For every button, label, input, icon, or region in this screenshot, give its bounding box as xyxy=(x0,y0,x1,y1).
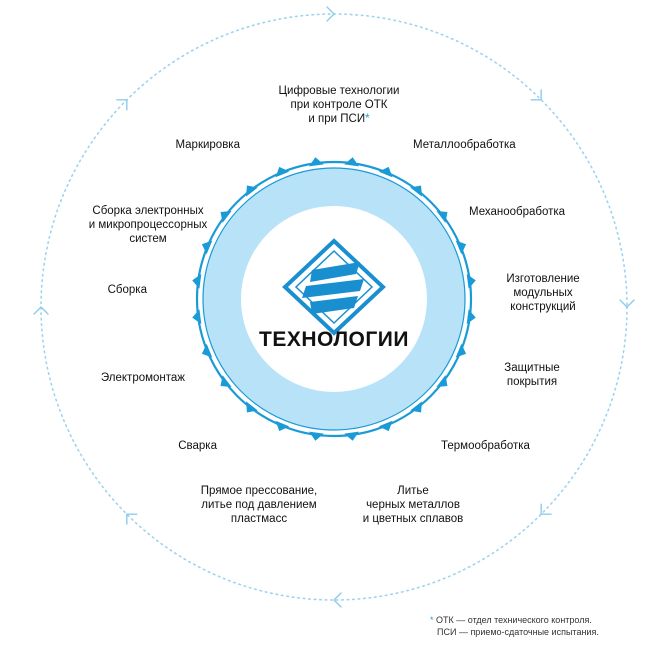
ring-tooth xyxy=(436,375,448,387)
ring-tooth xyxy=(378,166,393,178)
ring-tooth xyxy=(275,420,290,432)
ring-tooth xyxy=(246,185,258,197)
label-electronics-assembly: Сборка электронных и микропроцессорных с… xyxy=(88,205,208,245)
ring-tooth xyxy=(201,343,213,358)
chevron-right-icon xyxy=(126,513,138,525)
footnote-asterisk: * xyxy=(365,113,370,125)
ring-tooth xyxy=(455,343,467,358)
ring-tooth xyxy=(220,375,232,387)
label-metalworking: Металлообработка xyxy=(413,139,516,151)
chevron-right-icon xyxy=(33,306,49,315)
chevron-right-icon xyxy=(116,99,128,111)
ring-tooth xyxy=(201,240,213,255)
label-marking: Маркировка xyxy=(175,139,240,151)
label-protective-coatings: Защитные покрытия xyxy=(504,362,560,388)
company-logo-icon xyxy=(282,238,386,336)
chevron-right-icon xyxy=(333,592,342,608)
label-electrical-installation: Электромонтаж xyxy=(100,372,185,384)
label-machining: Механообработка xyxy=(469,206,566,218)
ring-tooth xyxy=(455,240,467,255)
footnote-marker: * xyxy=(430,615,434,625)
ring-tooth xyxy=(410,185,422,197)
chevron-right-icon xyxy=(530,89,542,101)
ring-tooth xyxy=(246,401,258,413)
ring-tooth xyxy=(275,166,290,178)
ring-tooth xyxy=(192,274,202,289)
label-casting: Литье черных металлов и цветных сплавов xyxy=(362,485,464,525)
label-pressing: Прямое прессование, литье под давлением … xyxy=(200,485,318,525)
ring-tooth xyxy=(436,211,448,223)
ring-tooth xyxy=(344,431,359,441)
ring-tooth xyxy=(344,157,359,167)
ring-tooth xyxy=(410,401,422,413)
ring-tooth xyxy=(220,211,232,223)
ring-gear-teeth xyxy=(192,157,476,441)
ring-tooth xyxy=(309,431,324,441)
ring-tooth xyxy=(466,274,476,289)
chevron-right-icon xyxy=(326,6,335,22)
label-heat-treatment: Термообработка xyxy=(441,440,530,452)
label-digital-technologies: Цифровые технологии при контроле ОТК и п… xyxy=(278,85,400,125)
footnote: * ОТК — отдел технического контроля. ПСИ… xyxy=(430,615,599,637)
label-welding: Сварка xyxy=(178,440,217,452)
label-assembly: Сборка xyxy=(107,284,147,296)
chevron-right-icon xyxy=(619,299,635,308)
ring-tooth xyxy=(192,309,202,324)
chevron-right-icon xyxy=(540,503,552,515)
ring-tooth xyxy=(378,420,393,432)
ring-tooth xyxy=(309,157,324,167)
center-title: ТЕХНОЛОГИИ xyxy=(259,328,409,351)
ring-tooth xyxy=(466,309,476,324)
cycle-direction-arrows xyxy=(33,6,635,608)
label-modular-structures: Изготовление модульных конструкций xyxy=(506,273,580,313)
